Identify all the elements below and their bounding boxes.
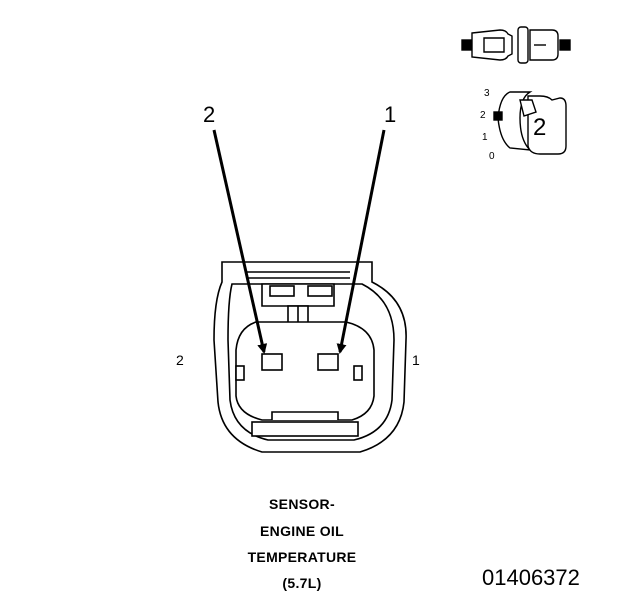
indicator-selected-value: 2 — [533, 114, 547, 141]
right-cavity-label: 1 — [412, 352, 420, 368]
pin-2-callout: 2 — [203, 102, 216, 127]
pin-1-terminal — [317, 353, 339, 371]
pin-1-callout-arrow — [336, 129, 386, 354]
caption-line-1: SENSOR- — [269, 496, 335, 512]
indicator-scale-3: 3 — [484, 88, 490, 99]
pin-1-callout: 1 — [384, 102, 397, 127]
indicator-scale-2: 2 — [480, 110, 486, 121]
figure-id: 01406372 — [482, 565, 580, 590]
connector-face — [213, 261, 407, 453]
indicator-scale-1: 1 — [482, 132, 488, 143]
caption-line-3: TEMPERATURE — [247, 549, 357, 565]
indicator-scale-0: 0 — [489, 151, 495, 162]
pin-2-terminal — [261, 353, 283, 371]
pin-2-callout-arrow — [212, 129, 268, 354]
position-indicator-icon — [493, 91, 567, 155]
left-cavity-label: 2 — [176, 352, 184, 368]
connector-side-view-icon — [461, 26, 571, 64]
caption-line-4: (5.7L) — [282, 575, 322, 591]
caption-line-2: ENGINE OIL — [260, 523, 344, 539]
